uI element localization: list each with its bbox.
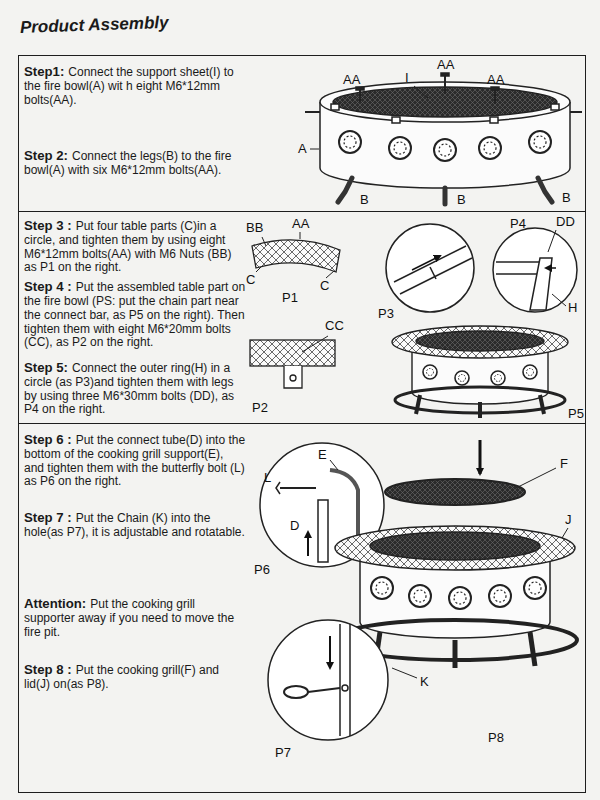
callout-label: B [457,192,466,207]
step-heading: Step 3 : [24,218,72,233]
callout-label: K [420,674,429,689]
step-paragraph: Attention:Put the cooking grill supporte… [24,596,246,639]
page-title: Product Assembly [20,13,169,38]
callout-label: L [264,470,271,485]
step-heading: Step 7 : [24,510,72,525]
step-paragraph: Step1:Connect the support sheet(I) to th… [24,64,246,107]
callout-label: DD [556,214,575,229]
step-heading: Step 5: [24,360,68,375]
callout-label: AA [437,57,454,72]
chain-p7 [268,620,388,740]
callout-label: AA [487,72,504,87]
table-part-p1 [252,232,340,278]
outer-ring-p3 [386,224,474,312]
step-paragraph: Step 8 :Put the cooking grill(F) and lid… [24,662,246,692]
callout-label: A [298,141,307,156]
step-heading: Step 4 : [24,279,72,294]
callout-label: AA [343,72,360,87]
step-heading: Attention: [24,596,86,611]
step-paragraph: Step 2:Connect the legs(B) to the fire b… [24,148,246,178]
step-heading: Step 6 : [24,432,72,447]
callout-label: H [568,300,577,315]
callout-label: E [318,447,327,462]
callout-label: P5 [568,406,584,421]
callout-label: C [320,278,329,293]
callout-label: I [405,70,409,85]
ring-leg-p4 [493,228,577,312]
step-heading: Step 8 : [24,662,72,677]
assembled-bowl-p5 [392,326,568,418]
step-heading: Step1: [24,64,64,79]
step-paragraph: Step 3 :Put four table parts (C)in a cir… [24,218,246,275]
callout-label: P2 [252,400,268,415]
fire-bowl-step1 [305,73,582,204]
callout-label: P6 [254,562,270,577]
callout-label: AA [292,216,309,231]
step-paragraph: Step 7 :Put the Chain (K) into the hole(… [24,510,246,540]
table-bracket-p2 [250,336,335,388]
callout-label: D [290,518,299,533]
callout-label: BB [246,220,263,235]
callout-label: B [562,190,571,205]
callout-label: P4 [510,216,526,231]
step-paragraph: Step 4 :Put the assembled table part on … [24,279,246,350]
step-heading: Step 2: [24,148,68,163]
callout-label: P8 [488,730,504,745]
step-panel: Step 3 :Put four table parts (C)in a cir… [18,211,586,424]
callout-label: P3 [378,306,394,321]
callout-label: P1 [282,290,298,305]
step-paragraph: Step 5:Connect the outer ring(H) in a ci… [24,360,246,417]
callout-label: J [565,512,572,527]
callout-label: P7 [275,745,291,760]
step-paragraph: Step 6 :Put the connect tube(D) into the… [24,432,246,489]
callout-label: C [246,272,255,287]
callout-label: F [560,456,568,471]
callout-label: CC [325,318,344,333]
callout-label: B [360,192,369,207]
